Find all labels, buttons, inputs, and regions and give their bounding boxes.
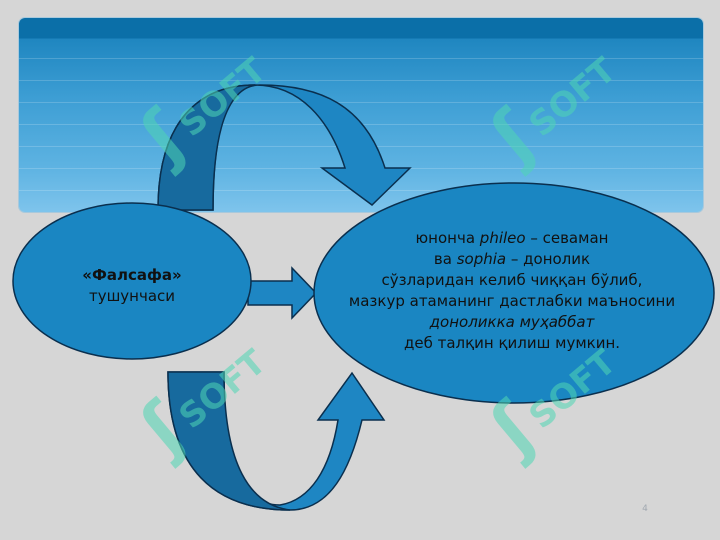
definition-line-2: ва sophia – донолик [433,250,591,268]
concept-subtitle: тушунчаси [88,287,176,305]
right-oval [313,182,715,404]
left-oval [12,202,252,360]
definition-line-4: мазкур атаманинг дастлабки маъносини [348,292,676,310]
definition-line-1: юнонча phileo – севаман [415,229,609,247]
bottom-curved-arrow [167,371,386,511]
definition-line-3: сўзларидан келиб чиққан бўлиб, [381,271,643,289]
definition-line-6: деб талқин қилиш мумкин. [403,334,621,352]
top-curved-arrow [157,84,412,211]
left-oval-text: «Фалсафа» тушунчаси [14,265,250,307]
page-number: 4 [642,504,648,514]
concept-title: «Фалсафа» [82,266,182,284]
definition-line-5: доноликка муҳаббат [429,313,595,331]
middle-arrow [247,266,318,320]
right-oval-text: юнонча phileo – севаман ва sophia – доно… [312,228,712,354]
